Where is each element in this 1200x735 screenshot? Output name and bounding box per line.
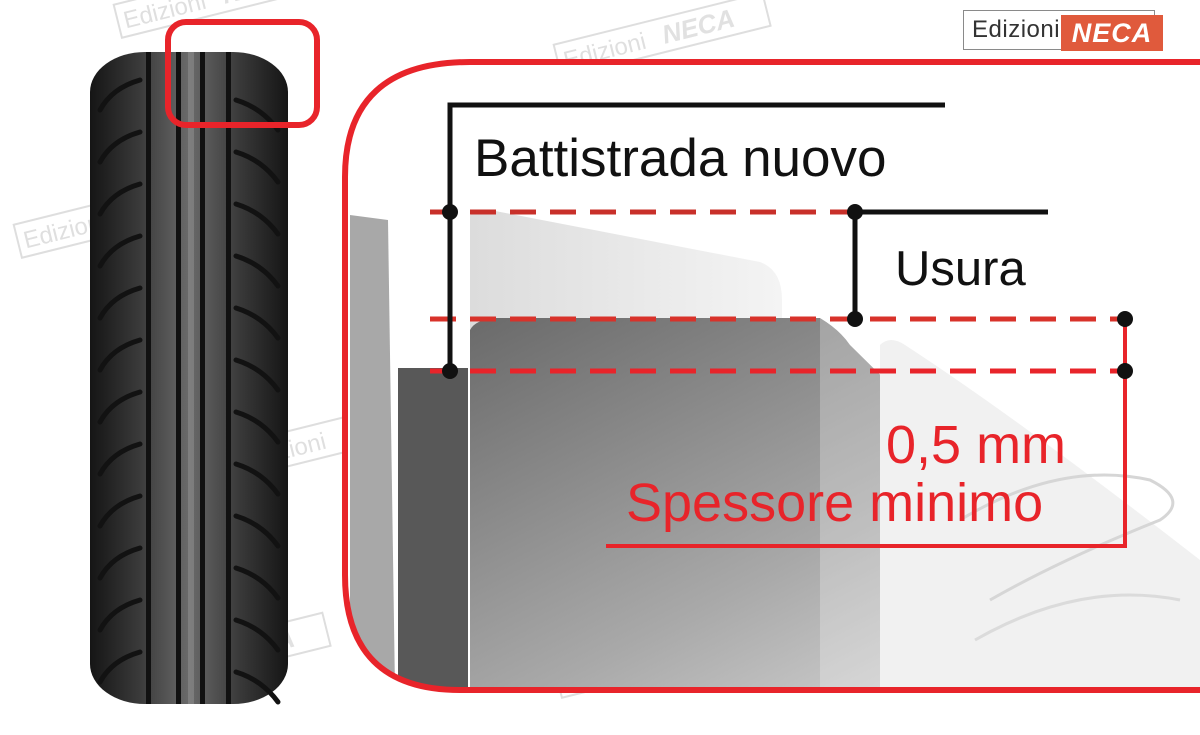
logo-word: Edizioni <box>972 16 1061 43</box>
min-bottom-dot <box>1117 363 1133 379</box>
new-tread-label: Battistrada nuovo <box>474 129 887 188</box>
tread-cross-section <box>345 62 1200 690</box>
new-tread-leader <box>447 102 945 371</box>
min-thickness-leader <box>606 319 1127 548</box>
svg-text:NECA: NECA <box>219 0 298 10</box>
min-top-dot <box>1117 311 1133 327</box>
new-tread-dot <box>442 204 458 220</box>
cross-section-frame <box>342 59 1200 693</box>
wear-label: Usura <box>895 242 1026 296</box>
base-dot <box>442 363 458 379</box>
wear-top-dot <box>847 204 863 220</box>
tire-highlight-box <box>165 19 320 128</box>
svg-text:NECA: NECA <box>659 3 738 50</box>
tire-front-view <box>90 52 288 705</box>
publisher-logo: Edizioni NECA <box>963 10 1163 51</box>
min-thickness-label: Spessore minimo <box>626 473 1044 533</box>
thickness-value-label: 0,5 mm <box>886 415 1067 475</box>
logo-brand: NECA <box>1061 15 1163 51</box>
wear-bottom-dot <box>847 311 863 327</box>
svg-text:Edizioni: Edizioni <box>121 0 209 34</box>
